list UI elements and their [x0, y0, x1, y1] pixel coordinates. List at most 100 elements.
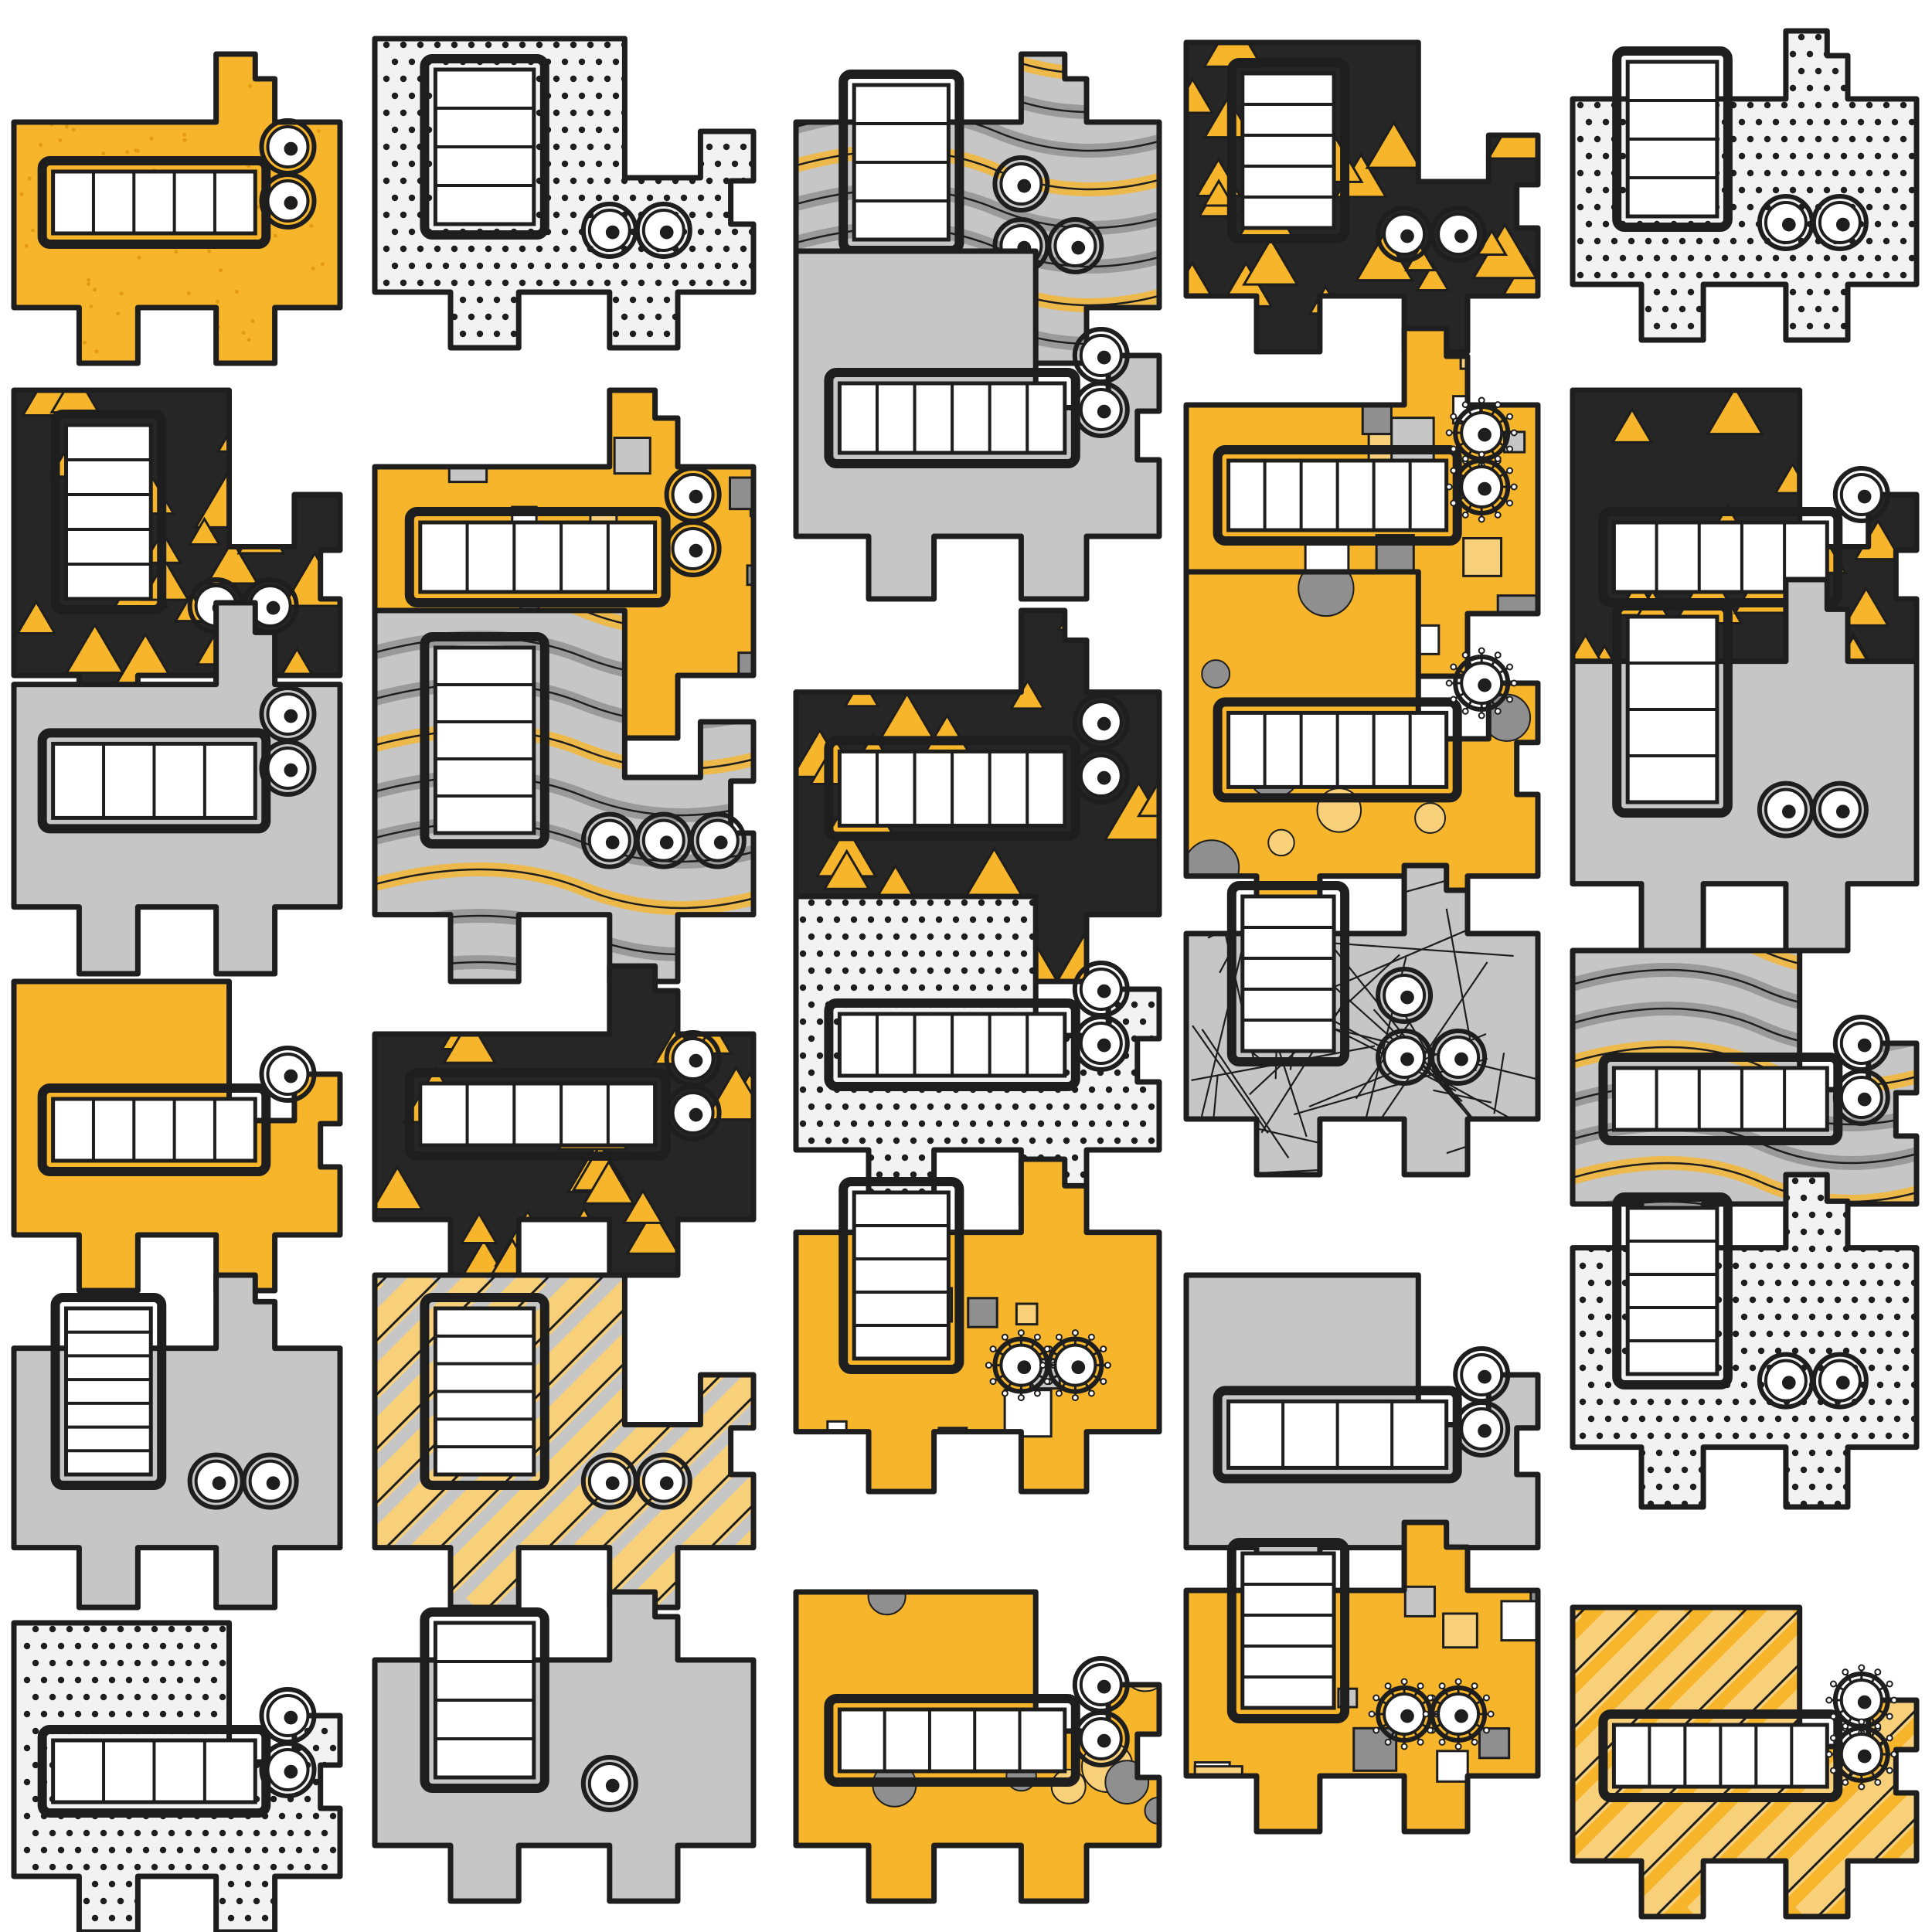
monster-body — [1573, 31, 1917, 340]
monster-r3-c3 — [793, 607, 1162, 985]
mouth-teeth — [1612, 601, 1733, 818]
monster-body — [1573, 1175, 1917, 1507]
eye — [1445, 396, 1518, 469]
monster-r5-c3 — [793, 1156, 1162, 1495]
mouth-teeth — [1612, 1192, 1733, 1389]
eye — [634, 202, 692, 259]
monster-r3-c2 — [372, 607, 757, 985]
eye — [1376, 967, 1434, 1024]
eye — [187, 1452, 245, 1510]
mouth-teeth — [1612, 46, 1733, 232]
eye — [1832, 466, 1890, 523]
eye — [580, 1755, 638, 1812]
eye — [580, 202, 638, 259]
eye — [1072, 961, 1130, 1018]
monster-r3-c5 — [1570, 577, 1920, 954]
monster-body — [14, 1275, 340, 1607]
eye — [664, 1084, 722, 1141]
mouth-teeth — [1213, 697, 1462, 803]
monster-outline — [372, 36, 757, 351]
monster-r2-c4 — [1183, 325, 1541, 679]
mouth-teeth — [37, 1083, 271, 1176]
monster-r5-c5 — [1570, 1172, 1920, 1510]
mouth-teeth — [838, 70, 964, 255]
monster-r4-c3 — [793, 893, 1162, 1209]
mouth-teeth — [1226, 881, 1350, 1066]
monster-r1-c4 — [1183, 39, 1541, 355]
monster-r1-c1 — [11, 51, 343, 366]
eye — [992, 155, 1050, 213]
eye — [664, 466, 722, 523]
eye — [259, 1741, 317, 1798]
mouth-teeth — [824, 368, 1080, 468]
monster-r1-c5 — [1570, 28, 1920, 343]
eye — [1445, 451, 1518, 523]
monster-outline — [372, 1589, 757, 1904]
monster-r3-c4 — [1183, 569, 1541, 946]
mouth-teeth — [824, 1694, 1080, 1787]
eye — [1757, 194, 1815, 251]
mouth-teeth — [420, 1607, 549, 1793]
eye — [634, 811, 692, 869]
mouth-teeth — [1213, 445, 1462, 546]
monster-r6-c1 — [11, 1620, 343, 1932]
monster-body — [375, 1592, 753, 1901]
eye — [1072, 327, 1130, 384]
mouth-teeth — [824, 998, 1080, 1091]
mouth-teeth — [1598, 1053, 1843, 1145]
monster-outline — [372, 607, 757, 985]
monster-outline — [11, 600, 343, 977]
monster-r4-c2 — [372, 963, 757, 1278]
monster-body — [375, 39, 753, 348]
eye — [1422, 1678, 1495, 1750]
eye — [1445, 647, 1518, 719]
eye — [1453, 1400, 1511, 1458]
monster-body — [1186, 866, 1538, 1175]
eye — [1376, 206, 1434, 263]
monster-r6-c2 — [372, 1589, 757, 1904]
mouth-teeth — [1213, 1386, 1462, 1484]
eye — [580, 1452, 638, 1510]
monster-r5-c4 — [1183, 1272, 1541, 1611]
monster-outline — [1570, 28, 1920, 343]
eye — [1376, 1029, 1434, 1086]
mouth-teeth — [420, 632, 549, 849]
eye — [241, 577, 299, 634]
monster-outline — [1183, 1519, 1541, 1835]
eye — [259, 740, 317, 797]
eye — [241, 1452, 299, 1510]
monster-outline — [11, 1272, 343, 1611]
eye — [689, 811, 747, 869]
mouth-teeth — [1226, 58, 1350, 243]
mouth-teeth — [37, 728, 271, 834]
eye — [1430, 1029, 1488, 1086]
eye — [259, 172, 317, 230]
eye — [1039, 1329, 1111, 1402]
monster-r5-c1 — [11, 1272, 343, 1611]
monster-outline — [1183, 39, 1541, 355]
monster-r4-c4 — [1183, 862, 1541, 1178]
eye — [1072, 381, 1130, 438]
monster-outline — [1183, 862, 1541, 1178]
monster-r4-c1 — [11, 978, 343, 1294]
monster-outline — [11, 51, 343, 366]
mouth-teeth — [404, 1068, 671, 1161]
eye — [259, 685, 317, 743]
mouth-teeth — [1598, 1709, 1843, 1802]
eye — [259, 1687, 317, 1744]
eye — [634, 1452, 692, 1510]
monster-outline — [793, 1156, 1162, 1495]
monster-body — [1186, 1522, 1538, 1832]
monster-r3-c1 — [11, 600, 343, 977]
eye — [1072, 1656, 1130, 1713]
eye — [580, 811, 638, 869]
mouth-teeth — [838, 1177, 964, 1374]
monster-outline — [1570, 1172, 1920, 1510]
mouth-teeth — [420, 1293, 549, 1490]
eye — [1368, 1678, 1440, 1750]
eye — [1430, 206, 1488, 263]
mouth-teeth — [1226, 1538, 1350, 1723]
eye — [1811, 781, 1869, 838]
eye — [1072, 1015, 1130, 1072]
